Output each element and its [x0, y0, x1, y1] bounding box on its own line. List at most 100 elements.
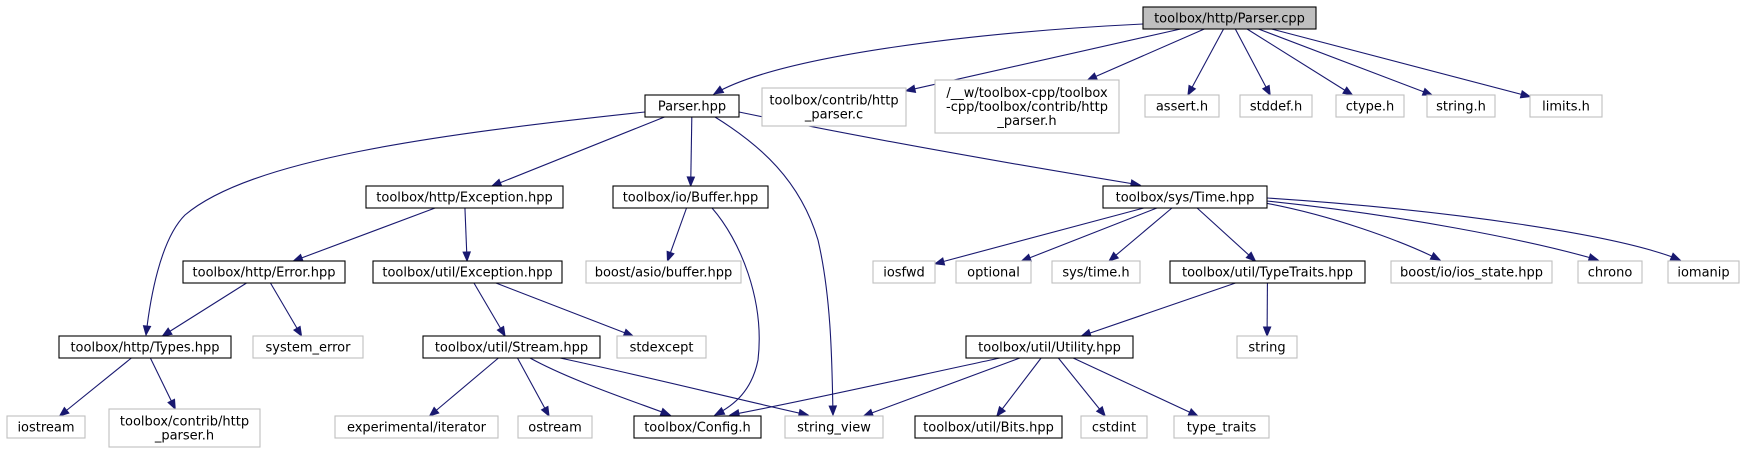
node-limits-h-label-line-1: limits.h	[1542, 100, 1590, 115]
node-util-typetraits[interactable]: toolbox/util/TypeTraits.hpp	[1169, 260, 1366, 284]
node-iosfwd: iosfwd	[872, 260, 936, 284]
node-optional-label-line-1: optional	[967, 266, 1020, 281]
node-http-error[interactable]: toolbox/http/Error.hpp	[182, 260, 346, 284]
edge-parser-hpp-to-io-buffer-arrowhead	[686, 176, 696, 188]
node-chrono-label-line-1: chrono	[1588, 266, 1633, 281]
node-type-traits-label-line-1: type_traits	[1187, 421, 1257, 436]
node-http-parser-h-abs: /__w/toolbox-cpp/toolbox-cpp/toolbox/con…	[934, 79, 1120, 134]
node-ctype-h-box	[1335, 94, 1405, 118]
node-string-h-label-line-1: string.h	[1436, 100, 1486, 115]
edge-util-utility-to-type-traits-arrowhead	[1187, 408, 1200, 417]
edge-util-stream-to-config-h-arrowhead	[659, 407, 672, 416]
edge-io-buffer-to-boost-asio-buffer-arrowhead	[666, 250, 675, 263]
edge-http-exception-to-http-error	[292, 207, 436, 262]
node-sys-time-h: sys/time.h	[1051, 260, 1141, 284]
node-util-stream-label-line-1: toolbox/util/Stream.hpp	[435, 341, 588, 356]
edge-util-typetraits-to-string	[1262, 282, 1272, 338]
node-ostream-box	[517, 415, 593, 439]
edge-sys-time-to-iomanip	[1266, 197, 1682, 261]
edge-parser-cpp-to-parser-hpp	[712, 23, 1144, 95]
edge-io-buffer-to-config-h-line	[711, 207, 760, 416]
edge-sys-time-to-chrono-arrowhead	[1587, 253, 1600, 262]
edge-sys-time-to-chrono	[1266, 200, 1600, 262]
node-ostream-label-line-1: ostream	[528, 421, 582, 436]
edge-util-exception-to-util-stream	[473, 282, 506, 338]
node-http-types[interactable]: toolbox/http/Types.hpp	[58, 335, 232, 359]
edge-sys-time-to-sys-time-h-arrowhead	[1108, 251, 1120, 262]
node-string-h: string.h	[1426, 94, 1496, 118]
edge-sys-time-to-util-typetraits-arrowhead	[1245, 251, 1257, 262]
edge-parser-cpp-to-limits-h-arrowhead	[1519, 89, 1532, 99]
edge-parser-hpp-to-io-buffer-line	[690, 116, 693, 187]
edge-util-exception-to-stdexcept-arrowhead	[622, 328, 635, 337]
edge-util-utility-to-config-h-line	[729, 357, 1001, 416]
node-type-traits: type_traits	[1173, 415, 1270, 439]
edge-parser-cpp-to-http-parser-c-arrowhead	[904, 84, 917, 93]
node-chrono-box	[1577, 260, 1643, 284]
edge-sys-time-to-optional	[1020, 207, 1158, 262]
node-iomanip: iomanip	[1667, 260, 1740, 284]
node-iomanip-box	[1667, 260, 1740, 284]
node-iostream: iostream	[6, 415, 86, 439]
node-optional-box	[955, 260, 1032, 284]
edge-sys-time-to-iosfwd-arrowhead	[933, 257, 946, 266]
edge-http-types-to-iostream-arrowhead	[58, 406, 70, 417]
node-http-parser-h-box	[108, 408, 261, 448]
node-ostream: ostream	[517, 415, 593, 439]
node-chrono: chrono	[1577, 260, 1643, 284]
edge-http-error-to-http-types-line	[162, 282, 247, 337]
edge-http-exception-to-util-exception	[462, 207, 472, 263]
node-parser-cpp-box	[1142, 6, 1317, 30]
edge-util-stream-to-ostream-arrowhead	[540, 405, 550, 418]
node-experimental-iterator-box	[334, 415, 499, 439]
node-string-h-box	[1426, 94, 1496, 118]
node-util-stream[interactable]: toolbox/util/Stream.hpp	[422, 335, 601, 359]
node-config-h[interactable]: toolbox/Config.h	[633, 415, 762, 439]
edges-layer	[58, 23, 1682, 418]
node-util-utility[interactable]: toolbox/util/Utility.hpp	[965, 335, 1134, 359]
node-system-error-box	[252, 335, 364, 359]
node-sys-time[interactable]: toolbox/sys/Time.hpp	[1102, 185, 1268, 209]
node-io-buffer[interactable]: toolbox/io/Buffer.hpp	[612, 185, 769, 209]
edge-parser-hpp-to-http-types-line	[145, 111, 646, 336]
edge-parser-cpp-to-string-h-line	[1258, 28, 1433, 96]
node-stdexcept-box	[616, 335, 707, 359]
edge-http-error-to-system-error-arrowhead	[292, 325, 303, 338]
edge-parser-cpp-to-assert-h-arrowhead	[1187, 84, 1197, 97]
edge-sys-time-to-iosfwd	[933, 207, 1144, 266]
edge-sys-time-to-optional-arrowhead	[1020, 253, 1033, 262]
edge-util-stream-to-ostream	[516, 357, 550, 418]
node-ctype-h: ctype.h	[1335, 94, 1405, 118]
edge-sys-time-to-boost-ios-state-line	[1264, 202, 1441, 261]
node-http-parser-c: toolbox/contrib/http_parser.c	[761, 87, 907, 127]
edge-io-buffer-to-boost-asio-buffer	[666, 207, 688, 263]
edge-http-types-to-iostream-line	[59, 357, 132, 417]
edge-http-exception-to-http-error-line	[293, 207, 436, 262]
edge-http-exception-to-http-error-arrowhead	[292, 253, 304, 262]
edge-parser-cpp-to-http-parser-h-abs-arrowhead	[1086, 72, 1099, 81]
edge-http-error-to-system-error-line	[269, 282, 303, 337]
edge-parser-cpp-to-stddef-h-line	[1234, 28, 1271, 96]
node-util-stream-box	[422, 335, 601, 359]
edge-util-stream-to-ostream-line	[516, 357, 550, 417]
node-util-typetraits-box	[1169, 260, 1366, 284]
node-config-h-label-line-1: toolbox/Config.h	[644, 421, 751, 436]
node-util-bits[interactable]: toolbox/util/Bits.hpp	[914, 415, 1063, 439]
node-http-parser-c-box	[761, 87, 907, 127]
node-limits-h: limits.h	[1529, 94, 1603, 118]
edge-sys-time-to-optional-line	[1021, 207, 1158, 262]
node-parser-cpp[interactable]: toolbox/http/Parser.cpp	[1142, 6, 1317, 30]
node-http-parser-c-label-line-2: _parser.c	[804, 108, 863, 123]
node-sys-time-h-label-line-1: sys/time.h	[1062, 266, 1129, 281]
node-util-typetraits-label-line-1: toolbox/util/TypeTraits.hpp	[1182, 266, 1353, 281]
edge-parser-cpp-to-limits-h-line	[1271, 28, 1531, 98]
edge-util-utility-to-string-view-line	[863, 357, 1021, 417]
node-util-exception[interactable]: toolbox/util/Exception.hpp	[372, 260, 563, 284]
node-parser-hpp[interactable]: Parser.hpp	[644, 94, 740, 118]
edge-sys-time-to-iomanip-arrowhead	[1669, 252, 1682, 261]
edge-util-typetraits-to-util-utility-line	[1081, 282, 1236, 337]
edge-http-types-to-iostream	[58, 357, 132, 417]
node-string-box	[1236, 335, 1298, 359]
node-http-exception[interactable]: toolbox/http/Exception.hpp	[365, 185, 564, 209]
